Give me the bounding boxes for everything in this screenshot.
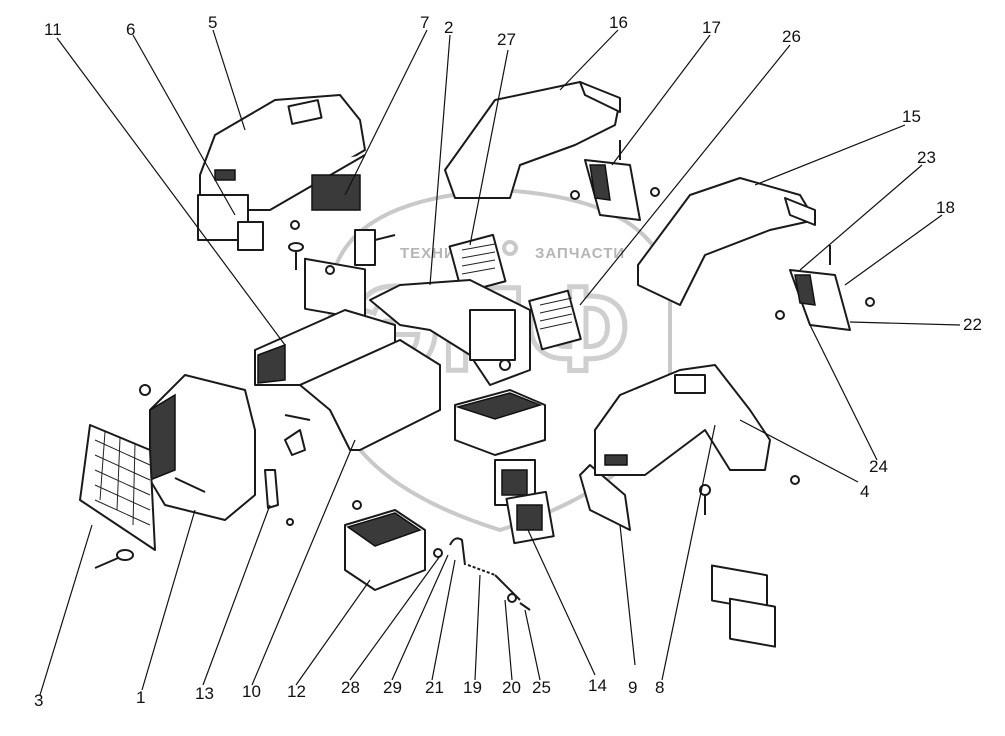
callout-14: 14 xyxy=(588,676,607,695)
callout-25: 25 xyxy=(532,678,551,697)
part-10-panel xyxy=(299,339,441,451)
part-1-housing xyxy=(139,374,256,521)
callout-3: 3 xyxy=(34,691,43,710)
part-4-rear-fender xyxy=(594,364,800,648)
part-3-grille xyxy=(79,424,156,569)
callout-8: 8 xyxy=(655,678,664,697)
watermark-text-2: ЗАПЧАСТИ xyxy=(535,245,625,262)
callout-23: 23 xyxy=(917,148,936,167)
part-26-grille xyxy=(528,289,582,351)
part-linkage xyxy=(433,537,531,611)
callout-9: 9 xyxy=(628,678,637,697)
callout-27: 27 xyxy=(497,30,516,49)
part-15-fender xyxy=(637,177,816,306)
callout-4: 4 xyxy=(860,482,869,501)
callout-15: 15 xyxy=(902,107,921,126)
part-18-bracket xyxy=(775,245,875,331)
callout-19: 19 xyxy=(463,678,482,697)
callout-7: 7 xyxy=(420,13,429,32)
callout-18: 18 xyxy=(936,198,955,217)
leader-lines xyxy=(39,29,961,696)
callout-labels: 11 6 5 7 2 27 16 17 26 15 23 18 22 24 4 … xyxy=(34,13,982,710)
callout-6: 6 xyxy=(126,20,135,39)
callout-10: 10 xyxy=(242,682,261,701)
callout-11: 11 xyxy=(44,20,62,39)
part-9-step xyxy=(579,464,631,531)
callout-13: 13 xyxy=(195,684,214,703)
part-14-battery-box xyxy=(454,389,555,545)
callout-1: 1 xyxy=(136,688,145,707)
part-12-battery xyxy=(344,500,426,591)
callout-5: 5 xyxy=(208,13,217,32)
callout-22: 22 xyxy=(963,315,982,334)
callout-2: 2 xyxy=(444,18,453,37)
callout-24: 24 xyxy=(869,457,888,476)
part-5-hood xyxy=(197,94,366,251)
callout-26: 26 xyxy=(782,27,801,46)
part-16-fender xyxy=(444,81,621,199)
callout-20: 20 xyxy=(502,678,521,697)
part-13-handle xyxy=(264,414,311,526)
part-17-bracket xyxy=(570,140,660,221)
part-2-center-cover xyxy=(369,279,531,386)
part-11-cover xyxy=(254,309,396,386)
callout-16: 16 xyxy=(609,13,628,32)
callout-12: 12 xyxy=(287,682,306,701)
callout-29: 29 xyxy=(383,678,402,697)
callout-21: 21 xyxy=(425,678,444,697)
callout-17: 17 xyxy=(702,18,721,37)
callout-28: 28 xyxy=(341,678,360,697)
